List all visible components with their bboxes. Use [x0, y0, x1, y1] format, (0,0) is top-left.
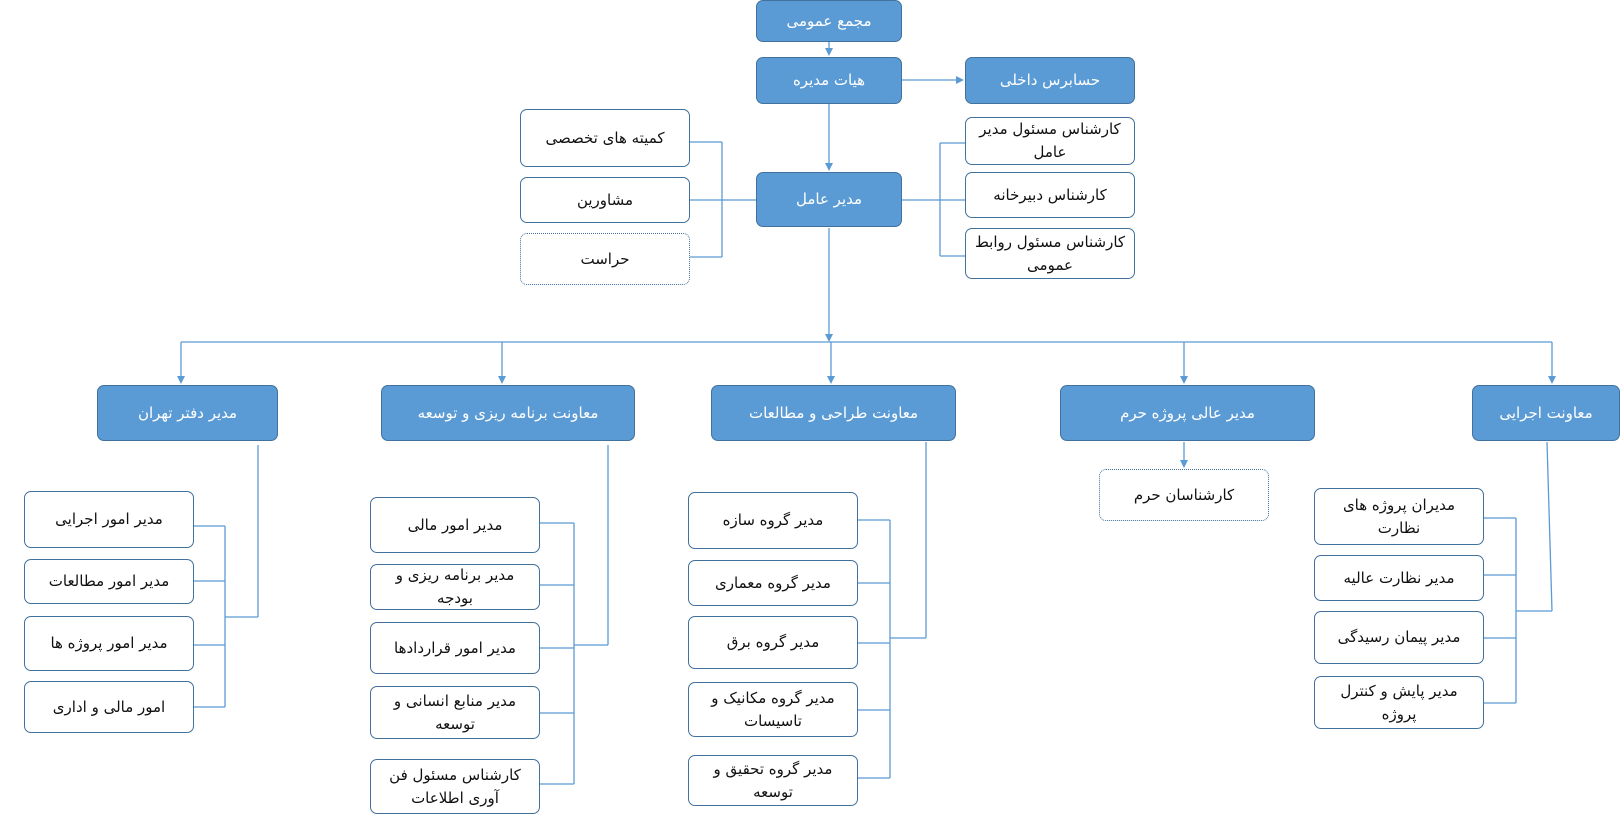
tehran-item-label: مدیر امور پروژه ها: [50, 634, 168, 652]
general-assembly-label: مجمع عمومی: [786, 11, 872, 30]
secretariat-expert-box: کارشناس دبیرخانه: [965, 172, 1135, 218]
planning-item-box: مدیر برنامه ریزی و بودجه: [370, 564, 540, 610]
planning-item-label: مدیر منابع انسانی و توسعه: [393, 691, 517, 733]
secretariat-expert-label: کارشناس دبیرخانه: [993, 185, 1107, 204]
planning-item-label: مدیر امور قراردادها: [394, 638, 516, 657]
tehran-item-label: مدیر امور اجرایی: [55, 510, 163, 528]
planning-item-label: کارشناس مسئول فن آوری اطلاعات: [389, 765, 521, 807]
board-box: هیات مدیره: [756, 57, 902, 104]
advisors-box: مشاورین: [520, 177, 690, 223]
ceo-expert-box: کارشناس مسئول مدیر عامل: [965, 117, 1135, 165]
haram-item-box: کارشناسان حرم: [1099, 469, 1269, 521]
design-item-box: مدیر گروه تحقیق و توسعه: [688, 755, 858, 806]
design-item-box: مدیر گروه سازه: [688, 492, 858, 549]
ceo-label: مدیر عامل: [795, 190, 863, 208]
planning-item-label: مدیر برنامه ریزی و بودجه: [395, 566, 515, 607]
design-deputy-label: معاونت طراحی و مطالعات: [748, 403, 919, 422]
executive-deputy-label: معاونت اجرایی: [1499, 403, 1593, 422]
haram-project-box: مدیر عالی پروژه حرم: [1060, 385, 1315, 441]
ceo-expert-label: کارشناس مسئول مدیر عامل: [979, 120, 1121, 161]
planning-item-box: مدیر منابع انسانی و توسعه: [370, 686, 540, 739]
advisors-label: مشاورین: [576, 190, 634, 209]
planning-deputy-label: معاونت برنامه ریزی و توسعه: [417, 403, 599, 422]
pr-expert-label: کارشناس مسئول روابط عمومی: [974, 232, 1126, 274]
executive-item-label: مدیران پروژه های نظارت: [1342, 495, 1456, 537]
board-label: هیات مدیره: [792, 71, 866, 89]
executive-item-box: مدیر پیمان رسیدگی: [1314, 611, 1484, 664]
design-item-label: مدیر گروه معماری: [715, 573, 831, 592]
executive-item-box: مدیر پایش و کنترل پروژه: [1314, 676, 1484, 729]
tehran-item-label: مدیر امور مطالعات: [48, 572, 170, 590]
tehran-item-label: امور مالی و اداری: [52, 697, 166, 716]
haram-project-label: مدیر عالی پروژه حرم: [1120, 403, 1255, 422]
tehran-item-box: مدیر امور اجرایی: [24, 491, 194, 548]
tehran-office-label: مدیر دفتر تهران: [137, 403, 238, 422]
design-item-label: مدیر گروه برق: [726, 633, 820, 651]
committees-box: کمیته های تخصصی: [520, 109, 690, 167]
tehran-item-box: امور مالی و اداری: [24, 681, 194, 733]
tehran-item-box: مدیر امور پروژه ها: [24, 616, 194, 671]
tehran-item-box: مدیر امور مطالعات: [24, 559, 194, 604]
planning-deputy-box: معاونت برنامه ریزی و توسعه: [381, 385, 635, 441]
executive-item-label: مدیر نظارت عالیه: [1343, 568, 1455, 587]
planning-item-label: مدیر امور مالی: [407, 515, 503, 534]
design-item-label: مدیر گروه سازه: [722, 511, 824, 529]
committees-label: کمیته های تخصصی: [545, 128, 665, 147]
design-item-label: مدیر گروه مکانیک و تاسیسات: [711, 688, 835, 730]
internal-auditor-box: حسابرس داخلی: [965, 57, 1135, 104]
internal-auditor-label: حسابرس داخلی: [999, 71, 1101, 89]
design-item-box: مدیر گروه برق: [688, 616, 858, 669]
security-box: حراست: [520, 233, 690, 285]
design-item-box: مدیر گروه معماری: [688, 560, 858, 606]
executive-item-box: مدیران پروژه های نظارت: [1314, 488, 1484, 545]
tehran-office-box: مدیر دفتر تهران: [97, 385, 278, 441]
haram-item-label: کارشناسان حرم: [1133, 485, 1235, 504]
planning-item-box: کارشناس مسئول فن آوری اطلاعات: [370, 759, 540, 814]
planning-item-box: مدیر امور مالی: [370, 497, 540, 553]
design-deputy-box: معاونت طراحی و مطالعات: [711, 385, 956, 441]
general-assembly-box: مجمع عمومی: [756, 0, 902, 42]
pr-expert-box: کارشناس مسئول روابط عمومی: [965, 228, 1135, 279]
ceo-box: مدیر عامل: [756, 172, 902, 227]
planning-item-box: مدیر امور قراردادها: [370, 622, 540, 674]
executive-item-label: مدیر پیمان رسیدگی: [1337, 628, 1461, 646]
executive-deputy-box: معاونت اجرایی: [1472, 385, 1620, 441]
executive-item-box: مدیر نظارت عالیه: [1314, 555, 1484, 601]
executive-item-label: مدیر پایش و کنترل پروژه: [1340, 681, 1458, 723]
design-item-label: مدیر گروه تحقیق و توسعه: [713, 759, 833, 801]
design-item-box: مدیر گروه مکانیک و تاسیسات: [688, 682, 858, 737]
security-label: حراست: [580, 249, 630, 268]
